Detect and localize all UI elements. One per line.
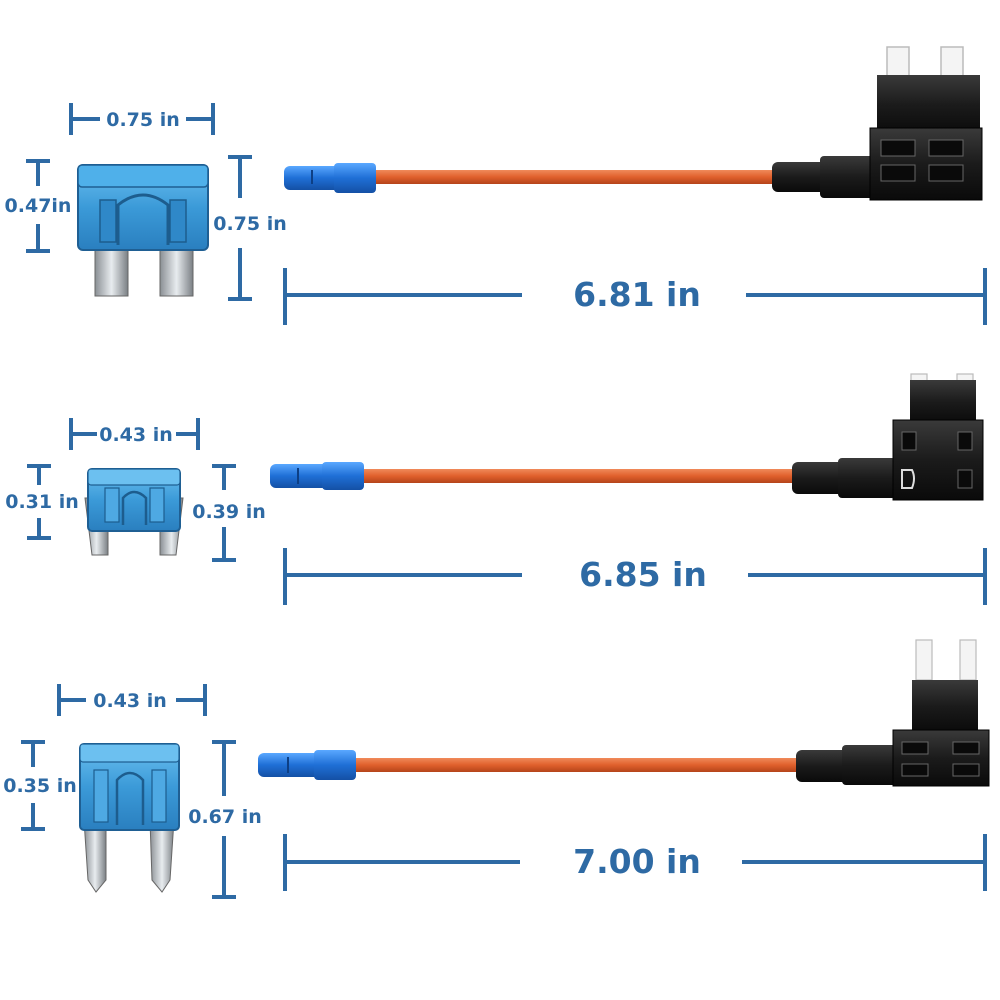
fuse-body-height-dimension: 0.35 in	[3, 740, 77, 831]
cable-length-dimension: 7.00 in	[283, 834, 987, 891]
fuse-tap-cable	[284, 46, 983, 201]
fuse-width-label: 0.43 in	[99, 424, 173, 446]
mini-blade-fuse	[84, 468, 184, 556]
fuse-total-height-dimension: 0.75 in	[213, 155, 287, 301]
fuse-width-label: 0.43 in	[93, 690, 167, 712]
cable-length-dimension: 6.85 in	[283, 548, 987, 605]
fuse-body-height-dimension: 0.31 in	[5, 464, 79, 540]
fuse-width-dimension: 0.43 in	[57, 684, 207, 716]
cable-length-dimension: 6.81 in	[283, 268, 987, 325]
fuse-tap-holder	[772, 46, 983, 201]
cable-length-label: 6.85 in	[579, 555, 707, 594]
fuse-width-dimension: 0.75 in	[69, 103, 215, 135]
fuse-tap-holder	[792, 373, 984, 501]
fuse-total-height-label: 0.75 in	[213, 213, 287, 235]
fuse-body-height-label: 0.35 in	[3, 775, 77, 797]
row-1: 0.75 in 0.47in 0.75 in	[5, 46, 987, 325]
low-profile-mini-fuse	[79, 743, 180, 893]
fuse-total-height-label: 0.39 in	[192, 501, 266, 523]
fuse-body-height-label: 0.31 in	[5, 491, 79, 513]
fuse-tap-holder	[796, 639, 990, 787]
fuse-width-label: 0.75 in	[106, 109, 180, 131]
fuse-body-height-label: 0.47in	[5, 195, 72, 217]
fuse-total-height-label: 0.67 in	[188, 806, 262, 828]
cable-length-label: 7.00 in	[573, 842, 701, 881]
row-2: 0.43 in 0.31 in 0.39 in	[5, 373, 987, 605]
standard-blade-fuse	[77, 164, 209, 297]
cable-length-label: 6.81 in	[573, 275, 701, 314]
butt-connector	[270, 462, 364, 490]
butt-connector	[284, 163, 376, 193]
fuse-tap-cable	[270, 373, 984, 501]
fuse-total-height-dimension: 0.39 in	[192, 464, 266, 562]
butt-connector	[258, 750, 356, 780]
row-3: 0.43 in 0.35 in 0.67 in	[3, 639, 990, 899]
fuse-total-height-dimension: 0.67 in	[188, 740, 262, 899]
fuse-width-dimension: 0.43 in	[69, 418, 200, 450]
fuse-body-height-dimension: 0.47in	[5, 159, 72, 253]
fuse-tap-cable	[258, 639, 990, 787]
